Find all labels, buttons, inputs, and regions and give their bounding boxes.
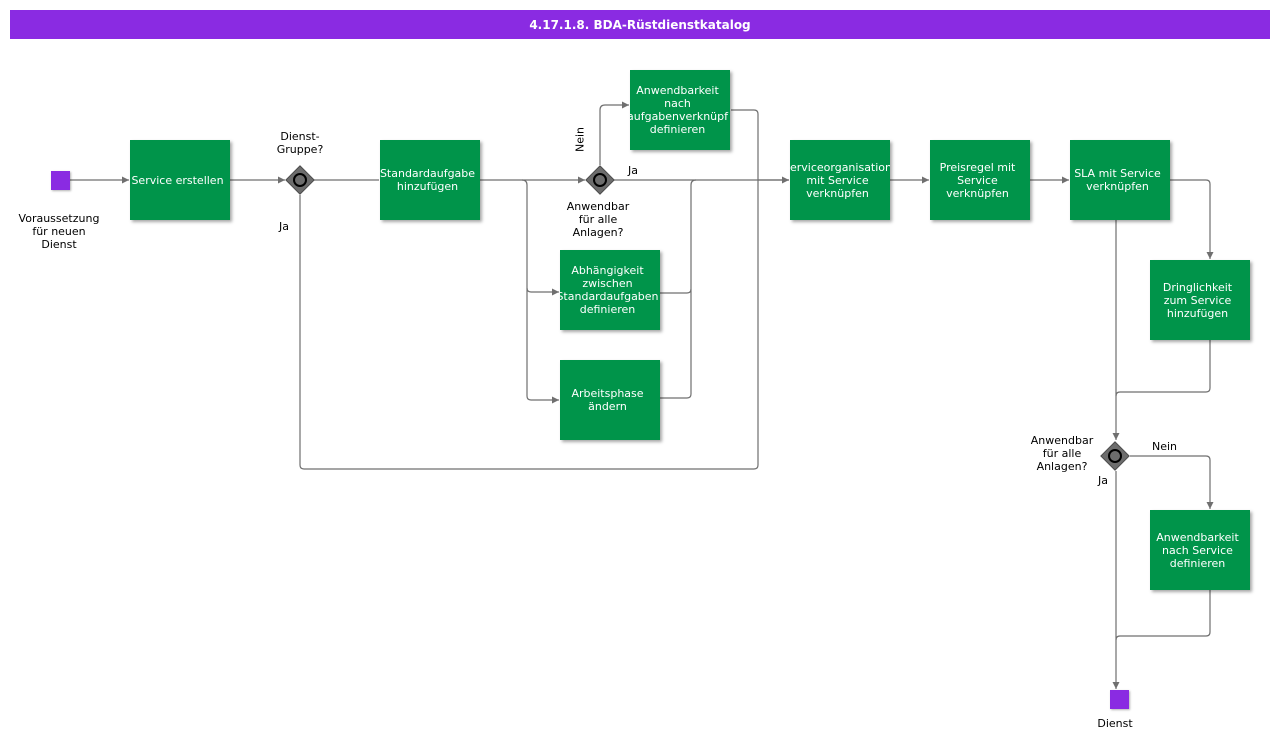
gateway-anwendbar-1-label: Anwendbar für alle Anlagen? bbox=[566, 200, 630, 239]
gateway-anwendbar-1[interactable] bbox=[585, 165, 615, 195]
flow-abhaengigkeit-back bbox=[660, 179, 697, 294]
flow-label-ja-2: Ja bbox=[628, 164, 638, 177]
task-abhaengigkeit-label: Abhängigkeit zwischen Standardaufgaben d… bbox=[560, 264, 659, 316]
start-event-label: Voraussetzung für neuen Dienst bbox=[18, 212, 100, 251]
task-arbeitsphase-label: Arbeitsphase ändern bbox=[571, 387, 644, 413]
end-event[interactable] bbox=[1110, 690, 1129, 709]
flow-dringlichkeit-to-gateway3 bbox=[1115, 340, 1211, 397]
flow-gateway3-nein bbox=[1130, 455, 1214, 509]
task-anwendbarkeit-service[interactable]: Anwendbarkeit nach Service definieren bbox=[1150, 510, 1250, 590]
task-dringlichkeit-label: Dringlichkeit zum Service hinzufügen bbox=[1162, 280, 1233, 320]
task-service-erstellen[interactable]: Service erstellen bbox=[130, 140, 230, 220]
task-anwendbarkeit-aufgaben-label: Anwendbarkeit nach aufgabenverknüpf defi… bbox=[630, 84, 728, 136]
gateway-dienst-gruppe-label: Dienst- Gruppe? bbox=[276, 130, 324, 156]
task-serviceorganisation-label: Serviceorganisation mit Service verknüpf… bbox=[790, 160, 890, 200]
gateway-dienst-gruppe[interactable] bbox=[285, 165, 315, 195]
task-service-erstellen-label: Service erstellen bbox=[131, 173, 224, 187]
task-abhaengigkeit[interactable]: Abhängigkeit zwischen Standardaufgaben d… bbox=[560, 250, 660, 330]
flow-label-nein-2: Nein bbox=[1152, 440, 1178, 453]
task-preisregel-label: Preisregel mit Service verknüpfen bbox=[939, 160, 1016, 200]
flow-label-ja-1: Ja bbox=[279, 220, 289, 233]
flow-arbeitsphase-back bbox=[660, 289, 692, 399]
end-event-label: Dienst bbox=[1097, 717, 1133, 730]
task-sla[interactable]: SLA mit Service verknüpfen bbox=[1070, 140, 1170, 220]
task-serviceorganisation[interactable]: Serviceorganisation mit Service verknüpf… bbox=[790, 140, 890, 220]
task-standardaufgabe-hinzufuegen[interactable]: Standardaufgabe hinzufügen bbox=[380, 140, 480, 220]
flow-standard-to-abhaengigkeit bbox=[521, 179, 559, 296]
flow-gateway2-nein bbox=[599, 101, 629, 165]
task-anwendbarkeit-aufgaben[interactable]: Anwendbarkeit nach aufgabenverknüpf defi… bbox=[630, 70, 730, 150]
task-sla-label: SLA mit Service verknüpfen bbox=[1074, 167, 1161, 193]
gateway-anwendbar-2[interactable] bbox=[1100, 441, 1130, 471]
flow-standard-to-arbeitsphase bbox=[526, 288, 559, 404]
task-standardaufgabe-label: Standardaufgabe hinzufügen bbox=[380, 167, 476, 193]
gateway-anwendbar-2-label: Anwendbar für alle Anlagen? bbox=[1030, 434, 1094, 473]
task-arbeitsphase[interactable]: Arbeitsphase ändern bbox=[560, 360, 660, 440]
diagram-title: 4.17.1.8. BDA-Rüstdienstkatalog bbox=[10, 10, 1270, 39]
start-event[interactable] bbox=[51, 171, 70, 190]
flow-label-ja-3: Ja bbox=[1098, 474, 1108, 487]
task-preisregel[interactable]: Preisregel mit Service verknüpfen bbox=[930, 140, 1030, 220]
task-anwendbarkeit-service-label: Anwendbarkeit nach Service definieren bbox=[1156, 530, 1239, 570]
flow-anwendbarkeit-to-end bbox=[1115, 590, 1211, 641]
flow-sla-to-dringlichkeit bbox=[1170, 179, 1214, 259]
flow-gateway1-ja-loop bbox=[299, 109, 759, 470]
task-dringlichkeit[interactable]: Dringlichkeit zum Service hinzufügen bbox=[1150, 260, 1250, 340]
flow-label-nein-1: Nein bbox=[573, 126, 587, 153]
